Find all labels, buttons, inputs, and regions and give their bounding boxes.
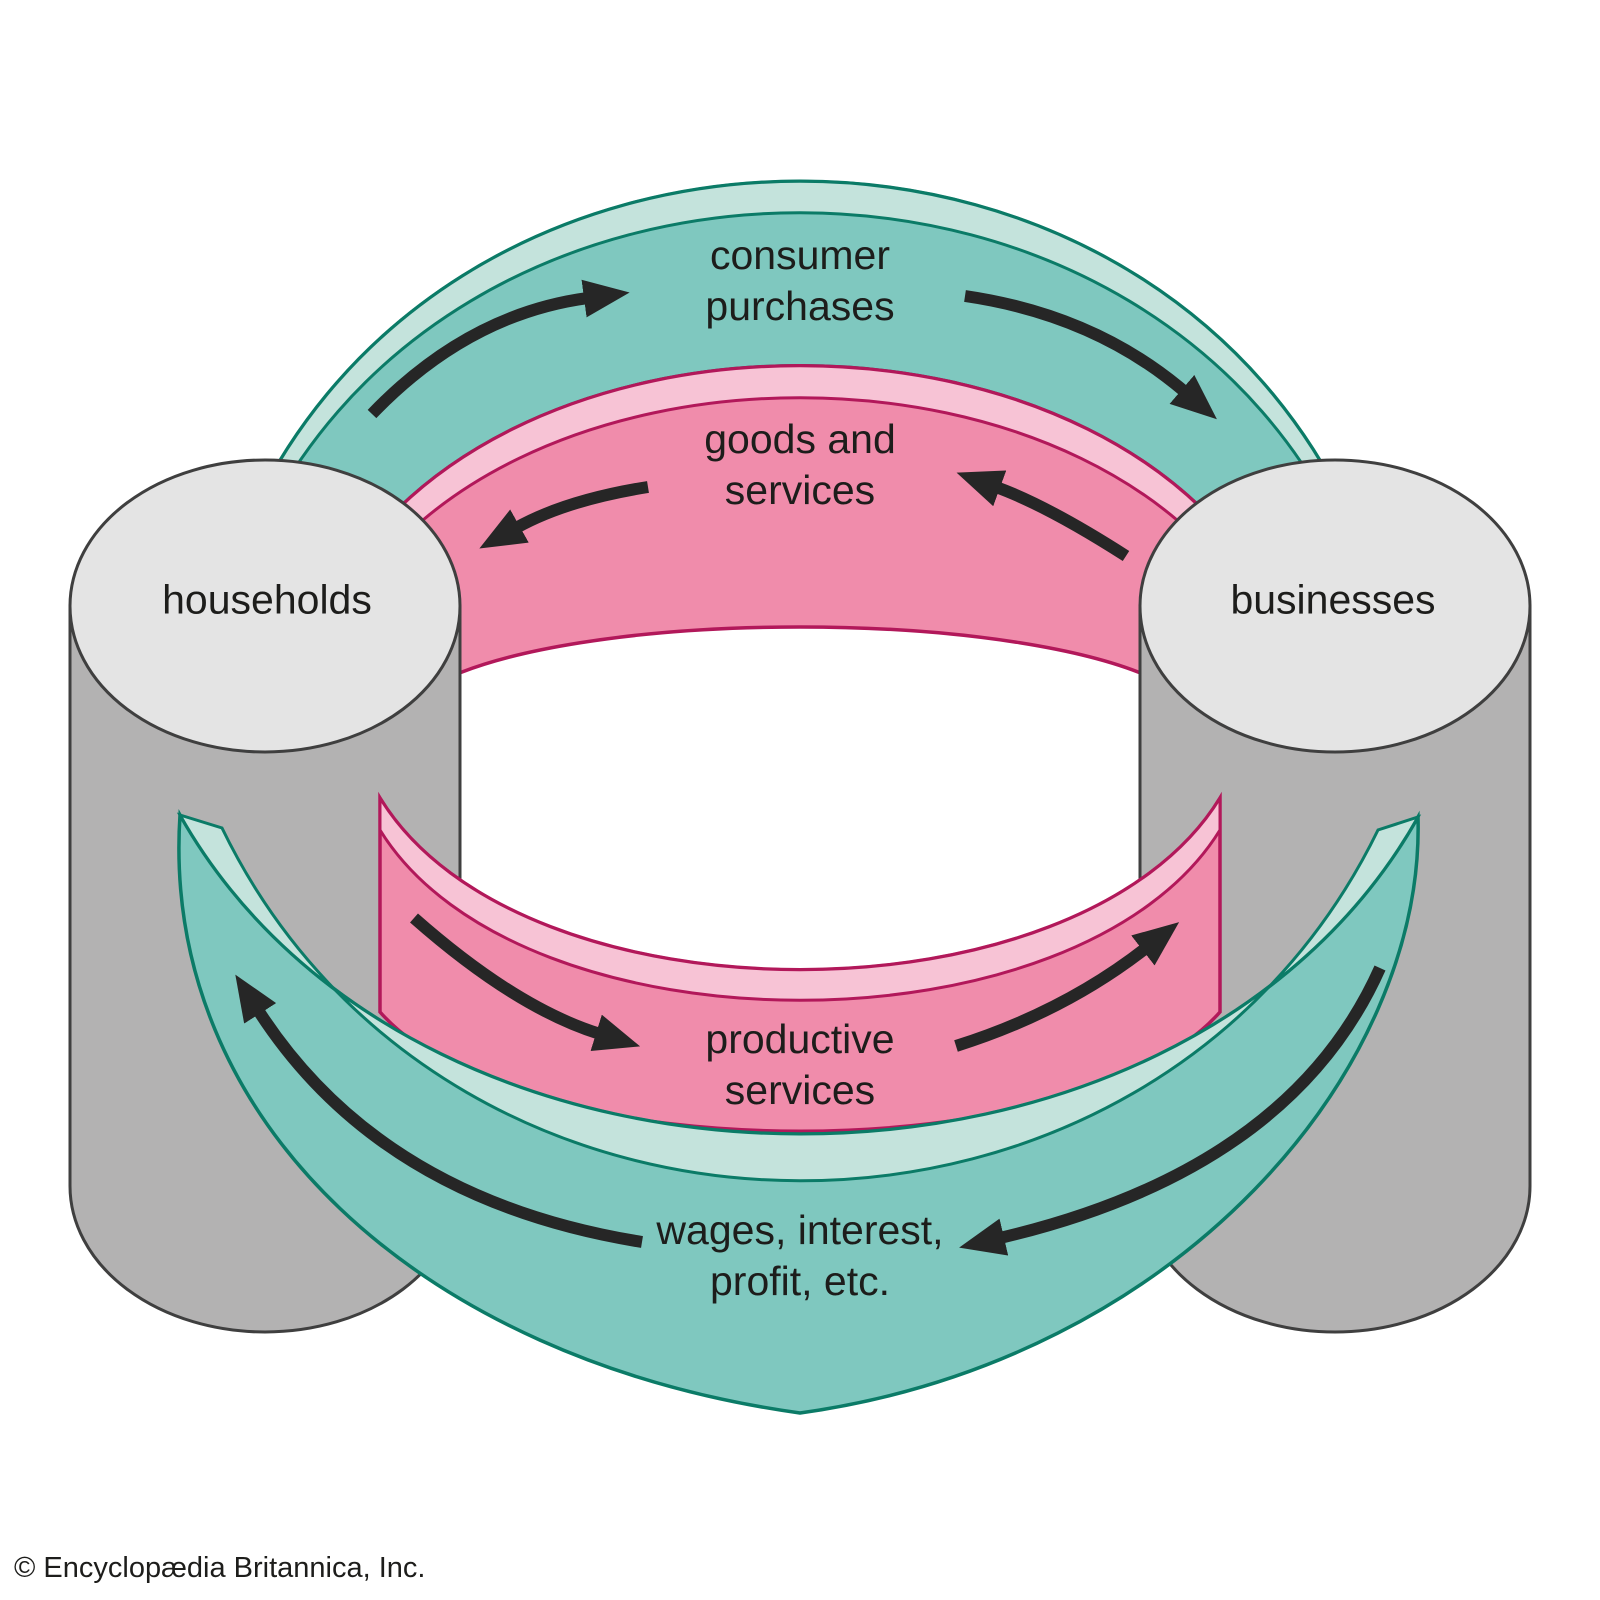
label-goods-services: goods and services (704, 416, 896, 513)
arrow-productive-services-right-icon (954, 922, 1180, 1052)
arrow-consumer-purchases-left-icon (367, 279, 630, 419)
copyright-credit: © Encyclopædia Britannica, Inc. (14, 1552, 426, 1584)
label-households: households (162, 576, 372, 623)
arrow-productive-services-left-icon (410, 913, 641, 1051)
flow-arrows (235, 279, 1386, 1256)
band-goods-and-services (317, 364, 1283, 693)
label-consumer-purchases: consumer purchases (705, 232, 895, 329)
arrow-goods-services-left-icon (479, 481, 649, 549)
label-wages-interest: wages, interest, profit, etc. (656, 1207, 944, 1304)
band-bottom-pink-top-edge (378, 792, 1222, 1002)
band-bottom-teal-top-edge (176, 812, 1422, 1183)
arrow-wages-right-icon (959, 965, 1386, 1256)
label-productive-services: productive services (705, 1016, 895, 1113)
band-wages-interest (176, 809, 1422, 1415)
arrow-goods-services-right-icon (956, 470, 1130, 562)
arrow-wages-left-icon (235, 974, 643, 1248)
arrow-consumer-purchases-right-icon (964, 290, 1217, 420)
households-cylinder-top (68, 458, 462, 754)
label-businesses: businesses (1230, 576, 1436, 623)
businesses-cylinder-top (1138, 458, 1532, 754)
